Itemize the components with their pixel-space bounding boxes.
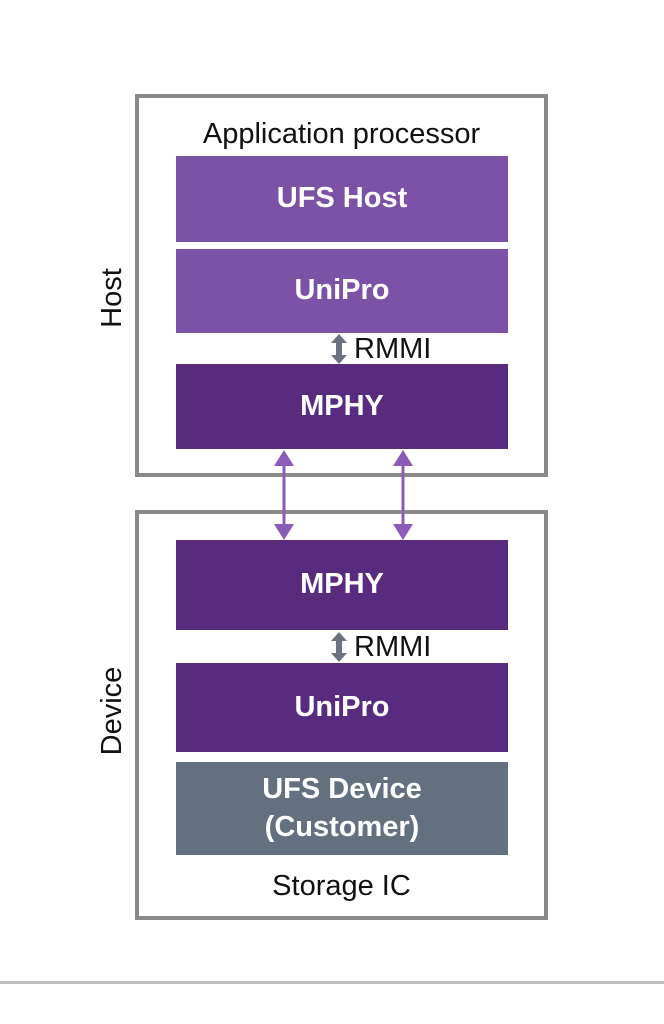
bidirectional-arrow-icon (274, 450, 294, 540)
device-mphy-block: MPHY (176, 540, 508, 630)
device-ufs-device-block: UFS Device (Customer) (176, 762, 508, 855)
host-rmmi-label: RMMI (354, 332, 432, 365)
bottom-divider (0, 981, 664, 984)
host-ufs-host-block: UFS Host (176, 156, 508, 242)
device-rmmi-label: RMMI (354, 630, 432, 663)
host-title: Application processor (202, 118, 481, 150)
host-unipro-label: UniPro (294, 274, 390, 307)
host-rmmi-interface: RMMI (330, 332, 431, 366)
double-vertical-arrow-icon (331, 632, 347, 662)
bidirectional-arrow-icon (393, 450, 413, 540)
host-ufs-host-label: UFS Host (276, 182, 408, 215)
double-vertical-arrow-icon (331, 334, 347, 364)
device-rmmi-interface: RMMI (330, 630, 431, 664)
host-unipro-block: UniPro (176, 249, 508, 333)
host-mphy-block: MPHY (176, 364, 508, 449)
host-mphy-label: MPHY (300, 389, 384, 422)
device-unipro-block: UniPro (176, 663, 508, 752)
device-unipro-label: UniPro (294, 690, 390, 723)
device-ufs-device-sublabel: (Customer) (264, 810, 420, 843)
device-mphy-label: MPHY (300, 568, 384, 601)
device-ufs-device-label: UFS Device (262, 772, 422, 805)
device-title: Storage IC (272, 870, 411, 902)
